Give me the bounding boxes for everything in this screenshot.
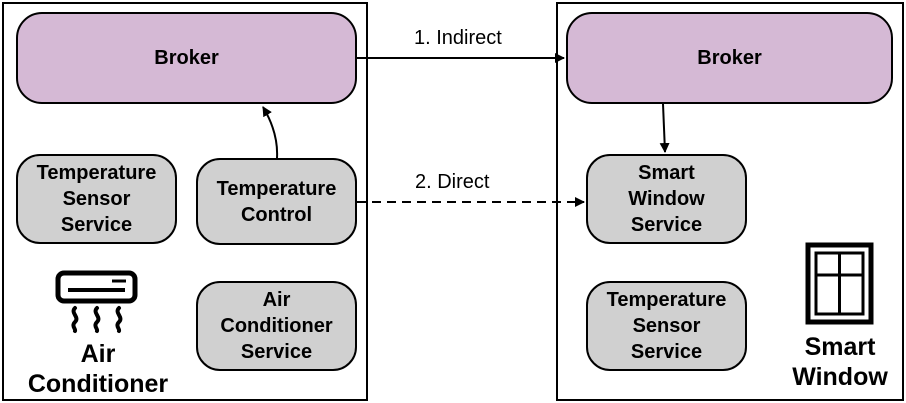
temperature-control-service: Temperature Control bbox=[196, 158, 357, 245]
direct-edge-label: 2. Direct bbox=[415, 171, 490, 193]
air-conditioner-device-name: Air Conditioner bbox=[27, 340, 169, 398]
right-broker-node: Broker bbox=[566, 12, 893, 104]
right-temperature-sensor-service: Temperature Sensor Service bbox=[586, 281, 747, 371]
air-conditioner-icon bbox=[55, 270, 138, 333]
air-conditioner-service: Air Conditioner Service bbox=[196, 281, 357, 371]
indirect-edge-label: 1. Indirect bbox=[414, 27, 502, 49]
smart-window-service: Smart Window Service bbox=[586, 154, 747, 244]
control-to-broker-arrow bbox=[262, 106, 279, 159]
broker-to-window-service-arrow bbox=[659, 103, 670, 153]
left-temperature-sensor-service: Temperature Sensor Service bbox=[16, 154, 177, 244]
smart-window-device-name: Smart Window bbox=[792, 333, 888, 391]
left-broker-node: Broker bbox=[16, 12, 357, 104]
window-icon bbox=[805, 242, 874, 325]
